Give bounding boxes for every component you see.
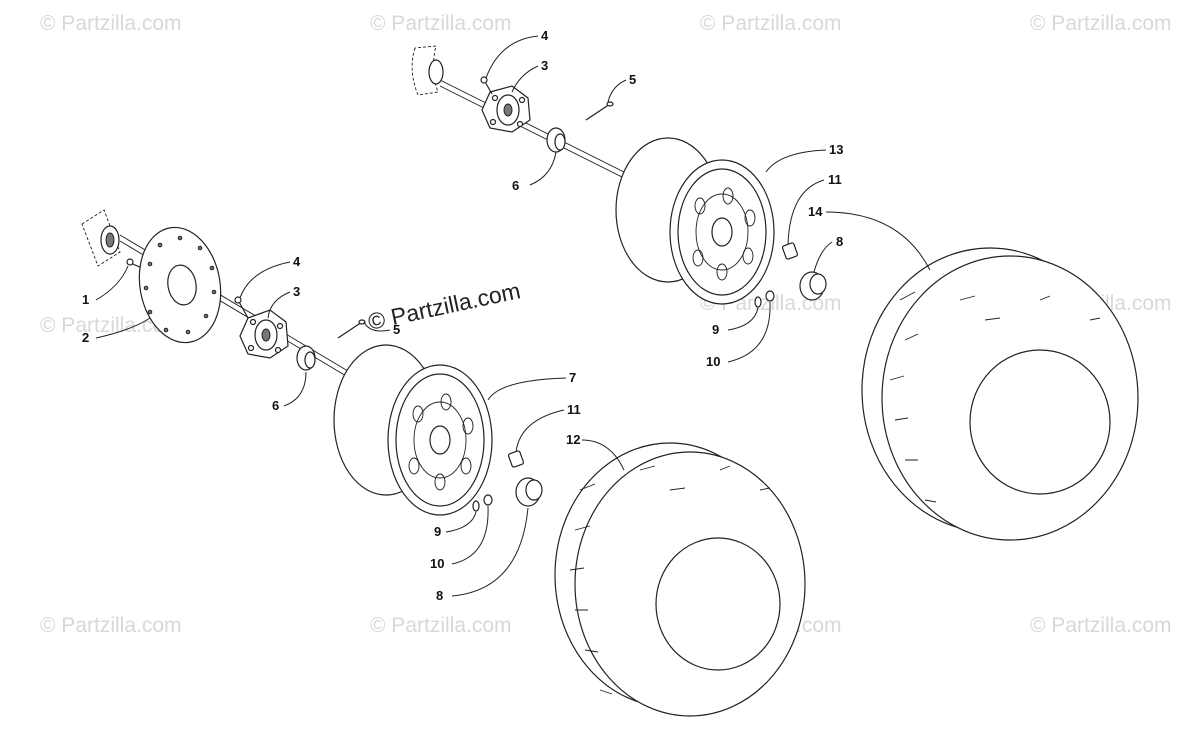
watermark-11: © Partzilla.com: [1030, 614, 1172, 637]
leader-lines: [95, 35, 931, 597]
callout-10-upper: 10: [706, 354, 720, 369]
hub-lower: [239, 309, 289, 359]
watermark-3: © Partzilla.com: [700, 12, 842, 35]
brake-disc: [138, 226, 222, 344]
wheel-lower: [333, 344, 493, 516]
lower-assembly: [81, 209, 543, 516]
callout-9-lower: 9: [434, 524, 441, 539]
tire-upper: [861, 247, 1139, 541]
watermark-2: © Partzilla.com: [370, 12, 512, 35]
callout-8-upper: 8: [836, 234, 843, 249]
callout-7: 7: [569, 370, 576, 385]
callout-12: 12: [566, 432, 580, 447]
callout-2: 2: [82, 330, 89, 345]
callout-3-upper: 3: [541, 58, 548, 73]
callout-4-upper: 4: [541, 28, 549, 43]
callout-6-upper: 6: [512, 178, 519, 193]
hub-upper: [481, 85, 531, 133]
callout-1: 1: [82, 292, 89, 307]
callout-8-lower: 8: [436, 588, 443, 603]
callout-11-upper: 11: [828, 172, 842, 187]
callout-5-lower: 5: [393, 322, 400, 337]
callout-labels: 4 3 5 6 13 11 8 14 9 10 4 3 5 6 1 2 7 11…: [82, 28, 843, 603]
callout-13: 13: [829, 142, 843, 157]
watermark-4: © Partzilla.com: [1030, 12, 1172, 35]
callout-6-lower: 6: [272, 398, 279, 413]
tire-lower: [554, 442, 806, 717]
upper-assembly: [411, 45, 827, 308]
watermark-center: © Partzilla.com: [366, 277, 523, 335]
callout-14: 14: [808, 204, 823, 219]
callout-11-lower: 11: [567, 402, 581, 417]
watermark-8: © Partzilla.com: [40, 614, 182, 637]
watermark-1: © Partzilla.com: [40, 12, 182, 35]
wheel-upper: [615, 137, 775, 305]
callout-10-lower: 10: [430, 556, 444, 571]
callout-5-upper: 5: [629, 72, 636, 87]
watermark-9: © Partzilla.com: [370, 614, 512, 637]
callout-3-lower: 3: [293, 284, 300, 299]
watermark-5: © Partzilla.com: [40, 314, 182, 337]
callout-9-upper: 9: [712, 322, 719, 337]
callout-4-lower: 4: [293, 254, 301, 269]
